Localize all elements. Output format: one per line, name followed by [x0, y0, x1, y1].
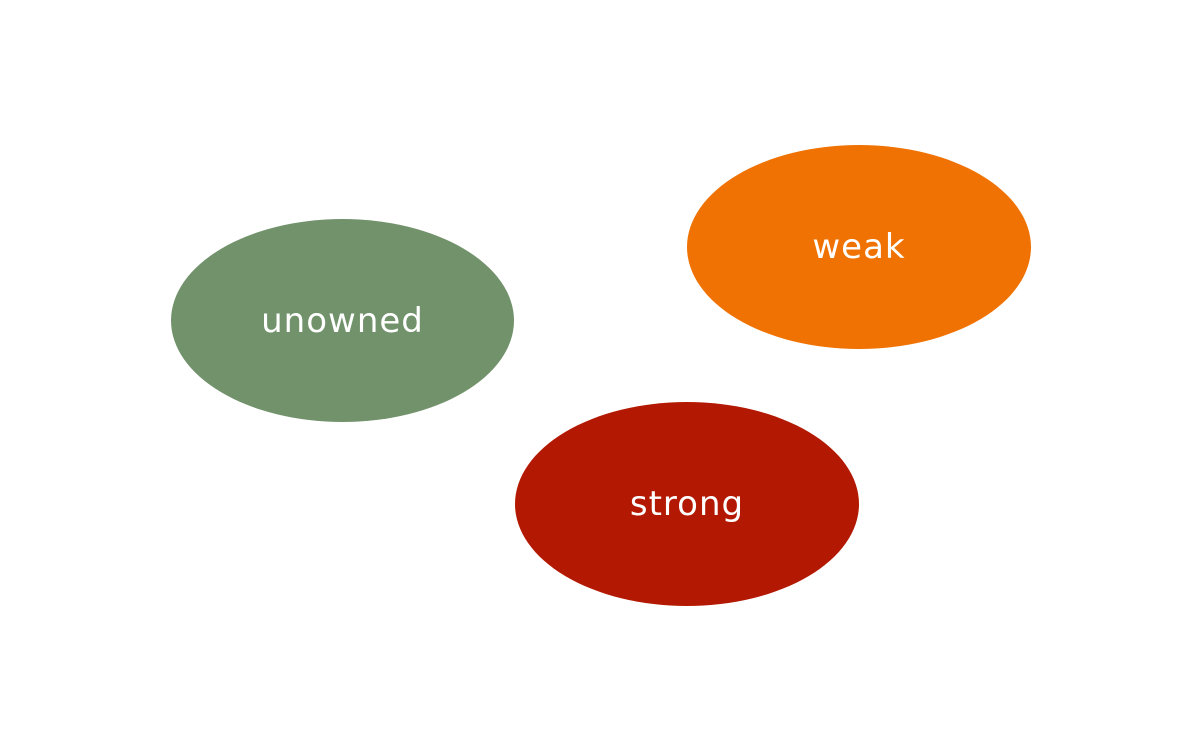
weak-label: weak: [812, 227, 906, 267]
strong-label: strong: [629, 484, 745, 524]
weak-ellipse: weak: [687, 145, 1031, 349]
strong-ellipse: strong: [515, 402, 859, 606]
unowned-label: unowned: [261, 300, 424, 341]
unowned-ellipse: unowned: [171, 219, 514, 422]
